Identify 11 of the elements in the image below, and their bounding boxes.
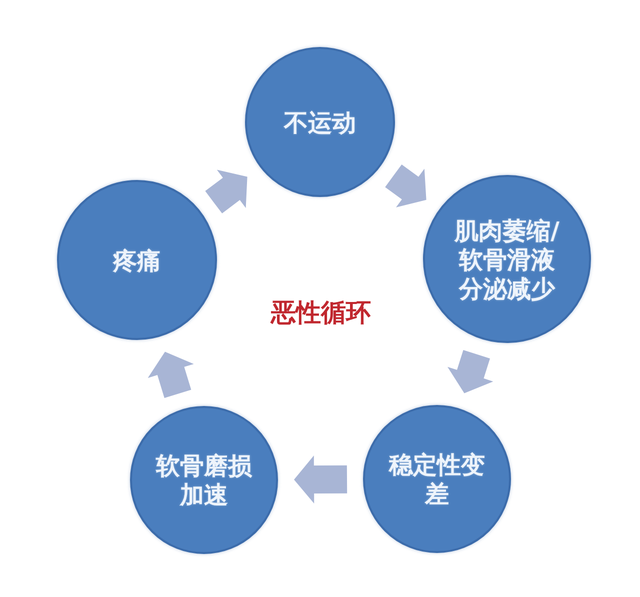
block-arrow <box>148 352 194 398</box>
step-text: 疼痛 <box>112 246 162 274</box>
block-arrow <box>205 170 248 214</box>
step-text: 软骨磨损加速 <box>154 451 254 509</box>
block-arrow <box>385 164 426 208</box>
block-arrow <box>448 350 494 394</box>
step-text: 不运动 <box>282 108 357 136</box>
block-arrow <box>294 456 348 504</box>
center-label: 恶性循环 <box>271 298 371 328</box>
step-text: 肌肉萎缩/软骨滑液分泌减少 <box>453 216 560 302</box>
step-text: 稳定性变差 <box>388 450 486 508</box>
